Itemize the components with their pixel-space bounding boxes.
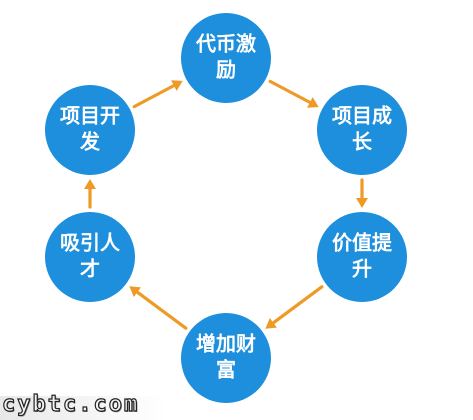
node-label-line: 励 [216,58,236,82]
arrow-shaft [271,285,324,325]
node-label-line: 项目开 [60,104,120,128]
node-label-line: 代币激 [195,32,256,56]
arrow-head-icon [171,80,183,91]
node-circle [317,212,407,302]
arrow-shaft [132,84,176,109]
arrow-head-icon [307,97,319,108]
arrow-talent-to-develop [84,179,96,209]
arrow-head-icon [265,318,277,329]
arrow-incentive-to-growth [268,79,319,108]
arrow-growth-to-value [356,178,368,208]
arrow-head-icon [356,198,368,208]
node-circle [45,212,135,302]
arrow-wealth-to-talent [129,286,188,330]
node-label-line: 价值提 [332,231,393,255]
node-label-line: 长 [352,130,373,154]
node-circle [181,13,271,103]
node-label-line: 发 [79,130,101,154]
edges-layer [84,79,368,330]
node-circle [45,85,135,175]
node-label-line: 吸引人 [60,231,121,255]
node-circle [317,85,407,175]
arrow-head-icon [129,286,141,297]
arrow-head-icon [84,179,96,189]
node-circle [181,313,271,403]
node-label-line: 才 [80,257,100,281]
node-label-line: 富 [216,358,236,382]
arrow-value-to-wealth [265,285,324,329]
watermark-logo: cybtc.com [1,391,140,417]
arrow-shaft [135,290,188,330]
arrow-shaft [268,79,312,104]
node-label-line: 增加财 [196,332,256,356]
node-label-line: 升 [352,257,372,281]
arrow-develop-to-incentive [132,80,183,109]
node-label-line: 项目成 [332,104,392,128]
